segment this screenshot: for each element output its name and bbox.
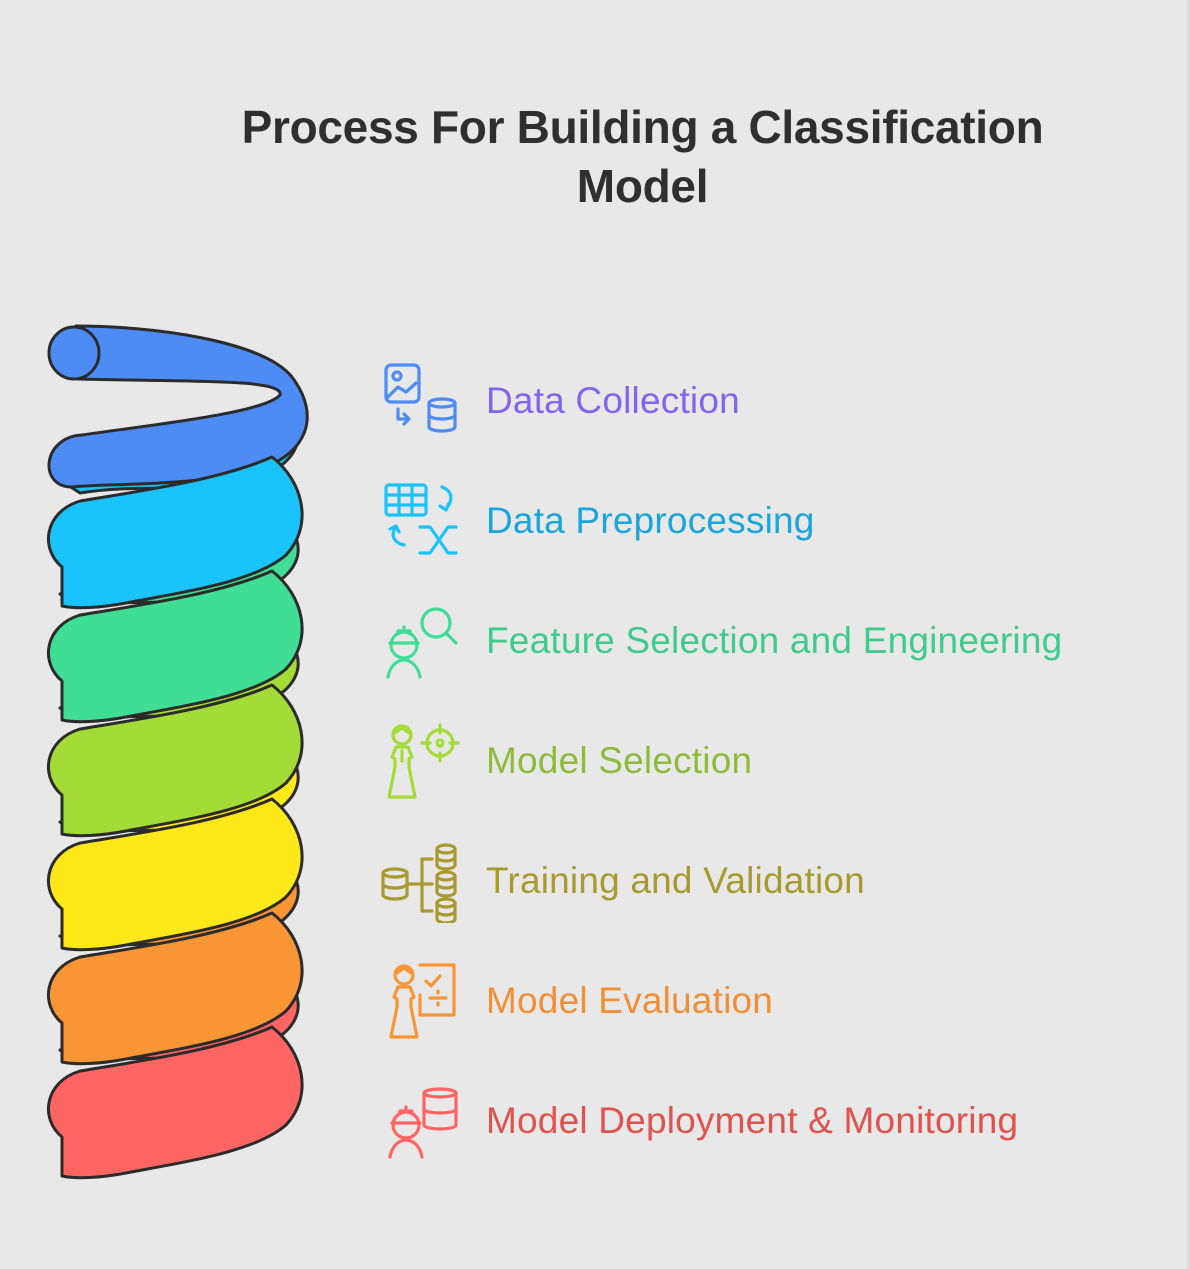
worker-database-icon	[380, 1081, 462, 1163]
spring-coil	[47, 797, 304, 952]
step-label: Model Deployment & Monitoring	[486, 1100, 1019, 1141]
spring-top-coil	[47, 324, 309, 489]
step-label: Model Evaluation	[486, 980, 774, 1021]
engineer-search-icon	[380, 601, 462, 683]
spiral-spring	[47, 324, 309, 1180]
right-edge-divider	[1187, 0, 1190, 1269]
step-label: Training and Validation	[486, 860, 865, 901]
spring-coil	[47, 911, 304, 1066]
spring-front-strands	[47, 324, 309, 1180]
diagram-title: Process For Building a Classification Mo…	[241, 101, 1044, 212]
table-transform-icon	[380, 481, 462, 563]
step-label: Data Collection	[486, 380, 740, 421]
spring-coil	[47, 455, 304, 610]
spring-coil	[47, 569, 304, 724]
image-database-icon	[380, 361, 462, 443]
spring-coil	[47, 1025, 304, 1180]
spring-end-cap	[47, 325, 101, 381]
database-tree-icon	[380, 841, 462, 925]
step-label: Data Preprocessing	[486, 500, 815, 541]
person-board-icon	[380, 961, 462, 1043]
person-target-icon	[380, 721, 462, 803]
step-label: Model Selection	[486, 740, 753, 781]
step-label: Feature Selection and Engineering	[486, 620, 1063, 661]
spring-coil	[47, 683, 304, 838]
